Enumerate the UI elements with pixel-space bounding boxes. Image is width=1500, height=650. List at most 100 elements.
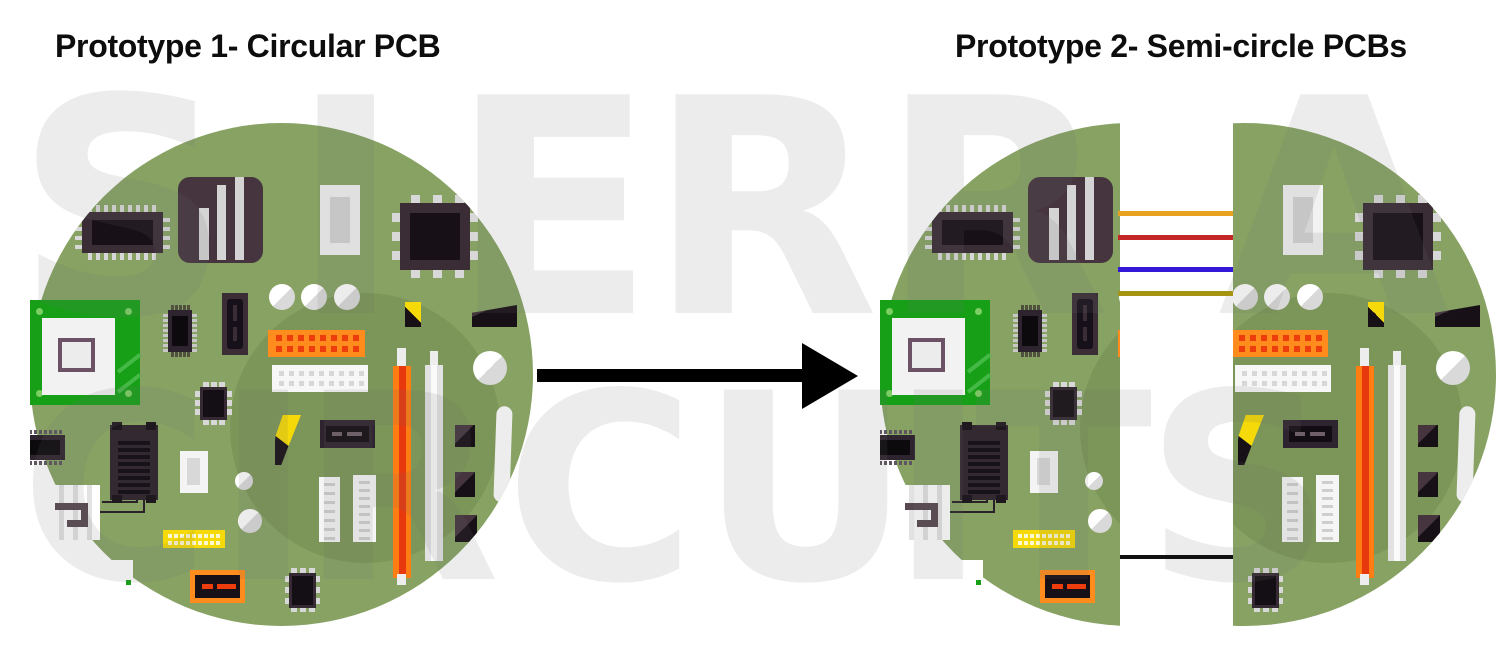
pcb-part	[163, 236, 170, 240]
arrow-shaft	[537, 369, 802, 382]
pcb-part	[112, 253, 116, 260]
pcb-part	[1262, 371, 1267, 376]
pcb-part	[146, 495, 156, 503]
corner-chip	[455, 515, 477, 542]
pcb-part	[330, 197, 350, 243]
pcb-part	[171, 305, 174, 310]
pcb-part	[968, 462, 1000, 466]
pcb-part	[118, 476, 150, 480]
pcb-part	[1272, 605, 1278, 612]
qfn-chip	[1045, 382, 1082, 425]
pcb-part	[285, 587, 291, 593]
orange-slot	[393, 348, 411, 585]
pcb-part	[324, 528, 335, 531]
pcb-part	[968, 455, 1000, 459]
pcb-part	[880, 461, 882, 465]
pcb-part	[299, 381, 304, 386]
pcb-part	[163, 349, 168, 352]
pcb-part	[455, 270, 464, 278]
pcb-part	[994, 205, 998, 212]
pcb-part	[975, 390, 982, 397]
pcb-part	[1045, 391, 1052, 397]
pcb-part	[1418, 195, 1427, 203]
soic-chip	[163, 305, 197, 357]
pcb-part	[34, 461, 37, 465]
pcb-part	[1310, 432, 1325, 436]
pcb-part	[1254, 605, 1260, 612]
pcb-part	[392, 213, 400, 222]
pcb-part	[186, 541, 190, 545]
pad-circle	[1085, 472, 1103, 490]
pcb-part	[411, 195, 420, 203]
ic-wide	[925, 205, 1020, 260]
pcb-part	[136, 205, 140, 212]
pcb-part	[172, 316, 188, 346]
pcb-part	[168, 541, 172, 545]
pcb-part	[1069, 382, 1075, 389]
pcb-part	[339, 371, 344, 376]
pcb-part	[309, 605, 315, 612]
pcb-part	[163, 319, 168, 322]
pcb-part	[192, 319, 197, 322]
pcb-part	[285, 598, 291, 604]
pcb-part	[289, 573, 316, 608]
pcb-part	[34, 430, 37, 434]
pcb-part	[54, 430, 57, 434]
pcb-part	[36, 308, 43, 315]
pcb-part	[217, 185, 226, 260]
pcb-part	[192, 344, 197, 347]
pcb-part	[347, 432, 362, 436]
pcb-part	[319, 381, 324, 386]
pcb-part	[329, 371, 334, 376]
pcb-part	[1373, 213, 1423, 260]
pcb-part	[211, 418, 217, 425]
pcb-part	[1029, 305, 1032, 310]
pcb-part	[125, 390, 132, 397]
pcb-part	[203, 418, 209, 425]
pcb-part	[1048, 541, 1052, 545]
pcb-part	[970, 253, 974, 260]
pcb-part	[1355, 232, 1363, 241]
pcb-part	[884, 430, 887, 434]
pcb-part	[359, 381, 364, 386]
pcb-part	[81, 503, 88, 527]
pcb-part	[163, 334, 168, 337]
pcb-part	[1396, 270, 1405, 278]
pcb-part	[431, 365, 437, 561]
pcb-part	[1029, 352, 1032, 357]
pcb-part	[180, 541, 184, 545]
pcb-part	[954, 253, 958, 260]
pcb-part	[392, 232, 400, 241]
relay	[960, 422, 1008, 503]
pcb-part	[136, 253, 140, 260]
pcb-part	[962, 205, 966, 212]
heatsink	[178, 177, 263, 263]
pcb-part	[942, 220, 1003, 245]
pcb-part	[1287, 483, 1298, 486]
pcb-part	[899, 461, 902, 465]
wire-olive	[1118, 291, 1233, 296]
pcb-part	[1322, 505, 1333, 508]
pcb-part	[894, 430, 897, 434]
pcb-part	[1362, 366, 1369, 578]
pad-circle	[334, 284, 360, 310]
pcb-part	[152, 253, 156, 260]
pcb-part	[1036, 534, 1040, 538]
pcb-part	[227, 299, 243, 349]
pcb-part	[1053, 418, 1059, 425]
pcb-part	[1013, 349, 1018, 352]
pcb-part	[192, 329, 197, 332]
pcb-part	[299, 371, 304, 376]
pcb-part	[202, 584, 213, 589]
pcb-part	[163, 339, 168, 342]
pcb-part	[112, 495, 122, 503]
pcb-part	[289, 371, 294, 376]
pcb-part	[1045, 409, 1052, 415]
corner-chip	[455, 472, 475, 497]
corner-chip	[1418, 472, 1438, 497]
pcb-part	[938, 205, 942, 212]
pcb-part	[1025, 352, 1028, 357]
pcb-part	[1252, 371, 1257, 376]
pcb-part	[1037, 305, 1040, 310]
pcb-part	[1061, 418, 1067, 425]
